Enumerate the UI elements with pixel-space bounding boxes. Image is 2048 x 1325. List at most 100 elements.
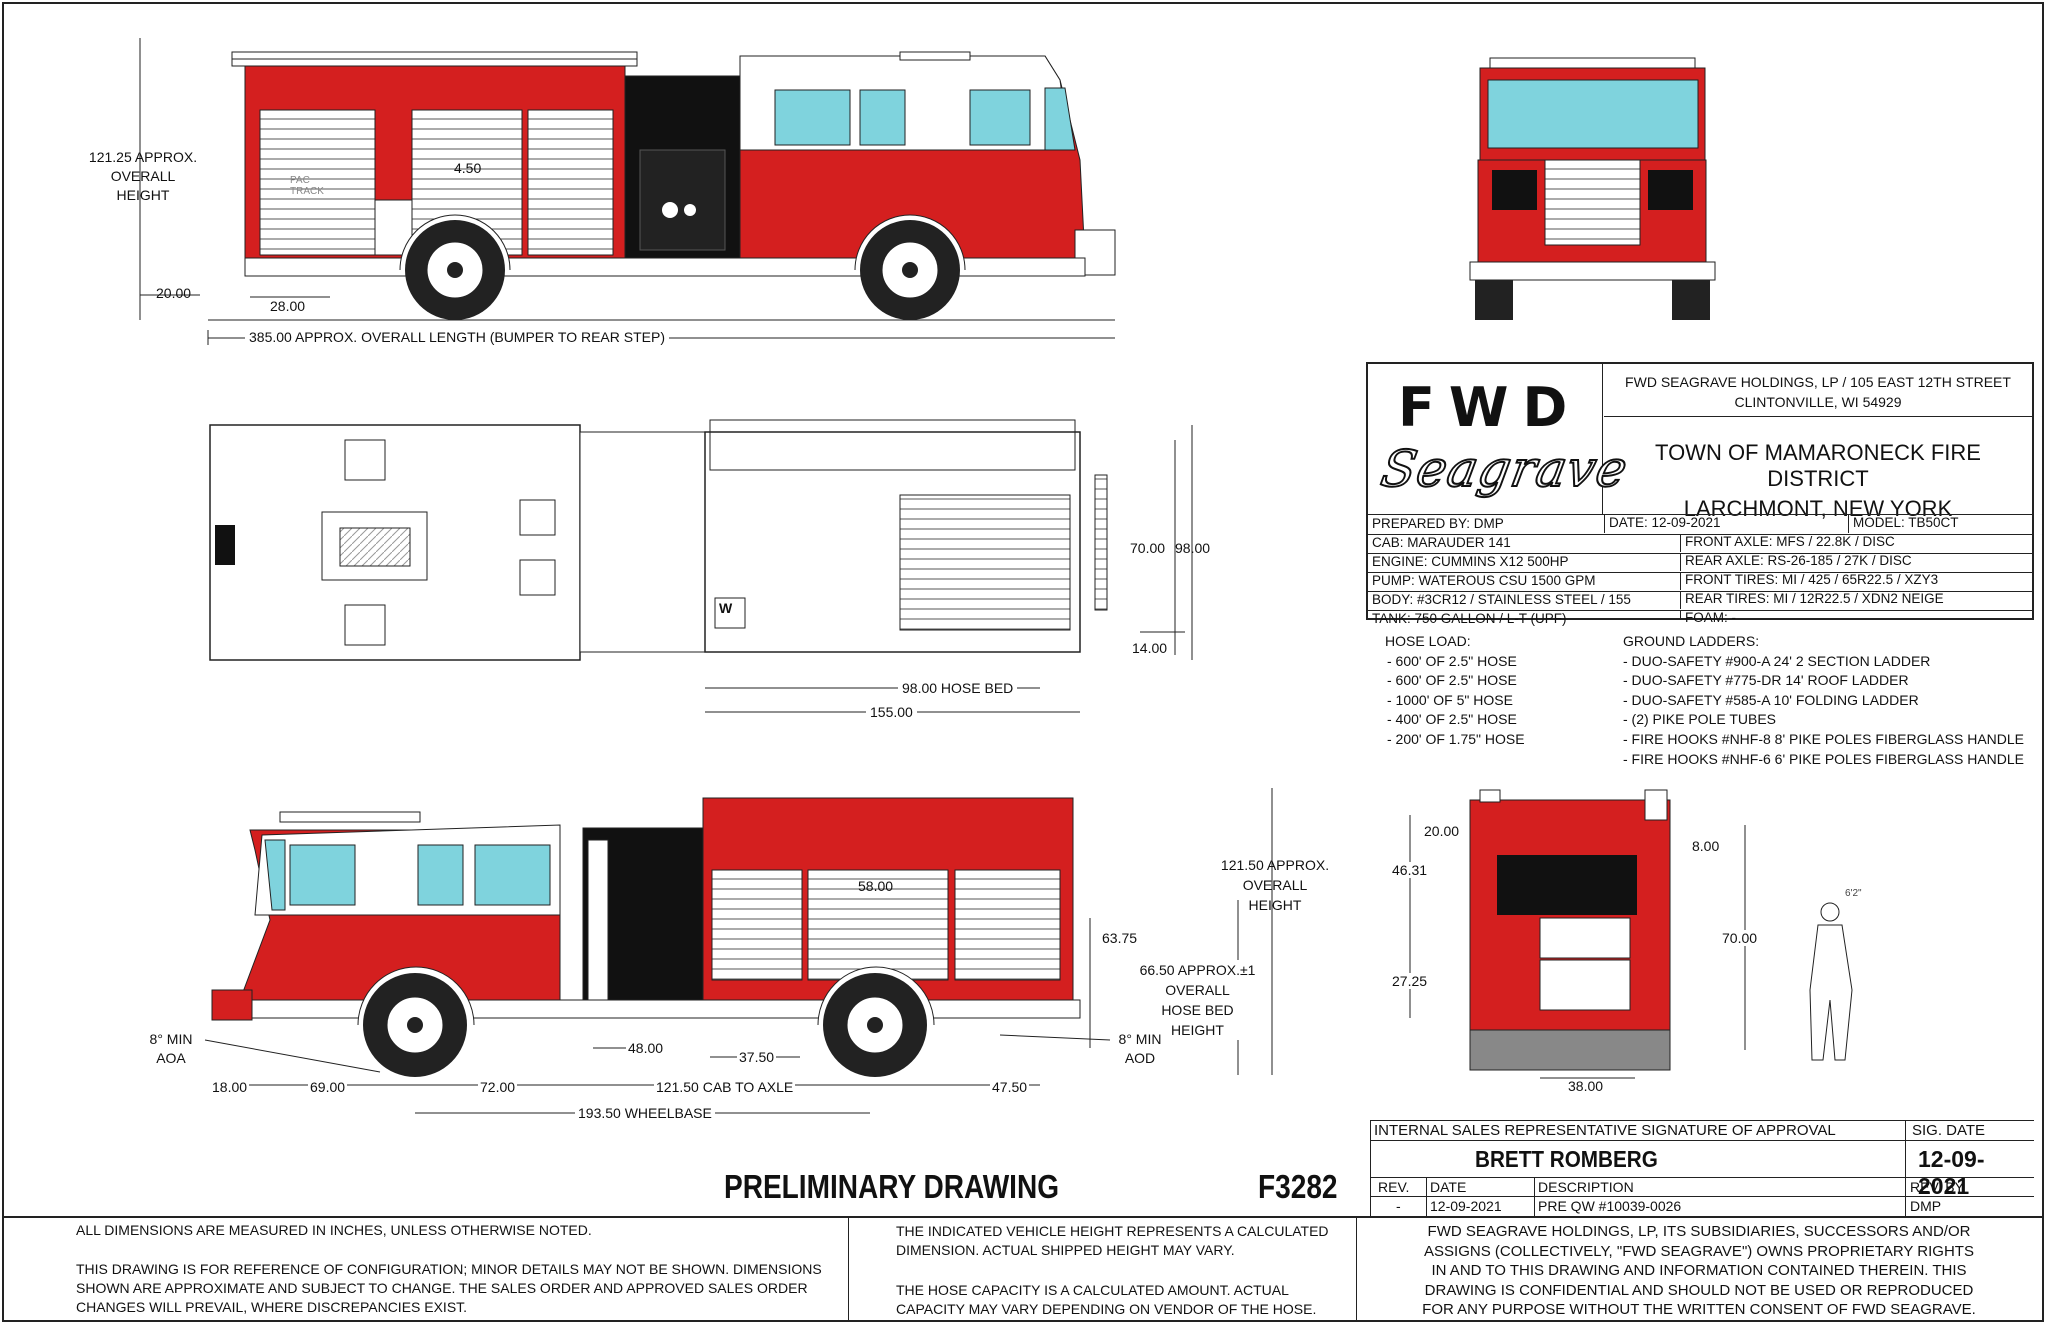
spec-foam: FOAM: - [1680,610,1736,625]
prepared-by: PREPARED BY: DMP [1372,516,1504,531]
note-dimensions: ALL DIMENSIONS ARE MEASURED IN INCHES, U… [76,1222,592,1238]
w-marker: W [719,600,733,616]
ladder-item: - DUO-SAFETY #585-A 10' FOLDING LADDER [1623,691,1919,708]
aoa-label: 8° MIN AOA [149,1031,193,1066]
client-name: TOWN OF MAMARONECK FIRE DISTRICT [1655,440,1981,491]
spec-front-axle: FRONT AXLE: MFS / 22.8K / DISC [1680,534,1895,552]
spec-tank: TANK: 750 GALLON / L-T (UPF) [1372,611,1567,626]
drawing-number: F3282 [1258,1168,1338,1205]
ground-ladders-list: GROUND LADDERS: - DUO-SAFETY #900-A 24' … [1623,632,2024,769]
height-label-bottom: 121.50 APPROX. OVERALL HEIGHT [1220,857,1330,913]
company-cell: FWD SEAGRAVE HOLDINGS, LP / 105 EAST 12T… [1604,364,2032,521]
side-view-bottom [204,788,1273,1114]
ladder-item: - FIRE HOOKS #NHF-6 6' PIKE POLES FIBERG… [1623,750,2025,767]
dim-20-rear: 20.00 [1424,823,1460,839]
footer-notes: ALL DIMENSIONS ARE MEASURED IN INCHES, U… [2,1216,2044,1324]
spec-grid: PREPARED BY: DMP DATE: 12-09-2021 MODEL:… [1368,514,2032,626]
hose-load-item: - 600' OF 2.5" HOSE [1387,672,1517,689]
hose-load-item: - 1000' OF 5" HOSE [1387,691,1513,708]
rev-value: - [1396,1198,1401,1214]
hose-load-item: - 400' OF 2.5" HOSE [1387,711,1517,728]
spec-cab: CAB: MARAUDER 141 [1372,535,1511,550]
client-location: LARCHMONT, NEW YORK [1683,496,1953,521]
dim-155-plan: 155.00 [866,704,917,720]
rear-view [1409,789,1853,1079]
wheelbase-label: 193.50 WHEELBASE [575,1105,715,1121]
hose-load-item: - 600' OF 2.5" HOSE [1387,652,1517,669]
decal-track: TRACK [290,186,324,197]
dim-28-top: 28.00 [270,298,306,314]
hose-bed-height-label: 66.50 APPROX.±1 OVERALL HOSE BED HEIGHT [1135,960,1260,1040]
overall-length-label: 385.00 APPROX. OVERALL LENGTH (BUMPER TO… [245,329,669,345]
spec-rear-tires: REAR TIRES: MI / 12R22.5 / XDN2 NEIGE [1680,591,1944,609]
note-reference: THIS DRAWING IS FOR REFERENCE OF CONFIGU… [76,1261,822,1315]
rev-by-header: REV. BY [1910,1179,1964,1195]
spec-pump: PUMP: WATEROUS CSU 1500 GPM [1372,573,1596,588]
dim-72: 72.00 [478,1079,518,1095]
front-view [1469,57,1716,320]
approver-name: BRETT ROMBERG [1475,1146,1658,1172]
ground-ladders-title: GROUND LADDERS: [1623,633,1760,649]
signature-header: INTERNAL SALES REPRESENTATIVE SIGNATURE … [1374,1122,1836,1139]
description-header: DESCRIPTION [1538,1179,1634,1195]
dim-18: 18.00 [210,1079,250,1095]
spec-body: BODY: #3CR12 / STAINLESS STEEL / 155 [1372,592,1631,607]
aod-label: 8° MIN AOD [1118,1031,1162,1066]
dim-69: 69.00 [308,1079,348,1095]
dim-70-plan: 70.00 [1130,540,1166,556]
decal-value: 4.50 [454,160,482,176]
dim-27-rear: 27.25 [1392,973,1428,989]
dim-38-rear: 38.00 [1568,1078,1604,1094]
ladder-item: - DUO-SAFETY #775-DR 14' ROOF LADDER [1623,672,1909,689]
cab-to-axle: 121.50 CAB TO AXLE [654,1079,796,1095]
note-hose-capacity: THE HOSE CAPACITY IS A CALCULATED AMOUNT… [896,1282,1317,1317]
spec-rear-axle: REAR AXLE: RS-26-185 / 27K / DISC [1680,553,1912,571]
rev-date: 12-09-2021 [1430,1198,1502,1214]
signature-date: 12-09-2021 [1918,1146,1985,1199]
hose-load-title: HOSE LOAD: [1385,633,1471,649]
rev-by: DMP [1910,1198,1942,1214]
hose-load-item: - 200' OF 1.75" HOSE [1387,730,1525,747]
prepared-date: DATE: 12-09-2021 [1604,515,1721,533]
rev-description: PRE QW #10039-0026 [1538,1198,1682,1214]
person-height: 6'2" [1845,888,1862,899]
dim-8-rear: 8.00 [1692,838,1720,854]
preliminary-drawing-title: PRELIMINARY DRAWING [724,1168,1060,1205]
ladder-item: - FIRE HOOKS #NHF-8 8' PIKE POLES FIBERG… [1623,730,2025,747]
dim-14-plan: 14.00 [1132,640,1168,656]
dim-20-top: 20.00 [156,285,192,301]
decal-pac: PAC [290,175,310,186]
spec-engine: ENGINE: CUMMINS X12 500HP [1372,554,1569,569]
dim-58: 58.00 [858,878,894,894]
ladder-item: - DUO-SAFETY #900-A 24' 2 SECTION LADDER [1623,652,1931,669]
spec-front-tires: FRONT TIRES: MI / 425 / 65R22.5 / XZY3 [1680,572,1938,590]
dim-63: 63.75 [1102,930,1138,946]
model: MODEL: TB50CT [1848,515,1959,533]
hose-bed-label: 98.00 HOSE BED [898,680,1018,696]
company-address-2: CLINTONVILLE, WI 54929 [1734,394,1902,410]
logo-seagrave: Seagrave [1376,439,1633,499]
date-header: DATE [1430,1179,1467,1195]
logo: FWD Seagrave [1368,364,1633,514]
dim-98-plan: 98.00 [1175,540,1211,556]
signature-block: INTERNAL SALES REPRESENTATIVE SIGNATURE … [1370,1120,2034,1216]
note-height: THE INDICATED VEHICLE HEIGHT REPRESENTS … [896,1223,1329,1258]
company-address-1: FWD SEAGRAVE HOLDINGS, LP / 105 EAST 12T… [1625,374,2011,390]
dim-70-rear: 70.00 [1722,930,1758,946]
dim-37: 37.50 [737,1049,777,1065]
ladder-item: - (2) PIKE POLE TUBES [1623,711,1777,728]
plan-view [209,419,1193,713]
dim-47: 47.50 [990,1079,1030,1095]
dim-48: 48.00 [626,1040,666,1056]
side-view-top [139,38,1116,345]
dim-46-rear: 46.31 [1392,862,1428,878]
hose-load-list: HOSE LOAD: - 600' OF 2.5" HOSE - 600' OF… [1385,632,1525,750]
sig-date-header: SIG. DATE [1912,1122,1986,1139]
height-label-top: 121.25 APPROX. OVERALL HEIGHT [88,149,198,203]
rev-header: REV. [1378,1179,1410,1195]
logo-fwd: FWD [1398,376,1582,439]
title-block: FWD Seagrave FWD SEAGRAVE HOLDINGS, LP /… [1366,362,2034,626]
note-proprietary: FWD SEAGRAVE HOLDINGS, LP, ITS SUBSIDIAR… [1422,1223,1976,1318]
